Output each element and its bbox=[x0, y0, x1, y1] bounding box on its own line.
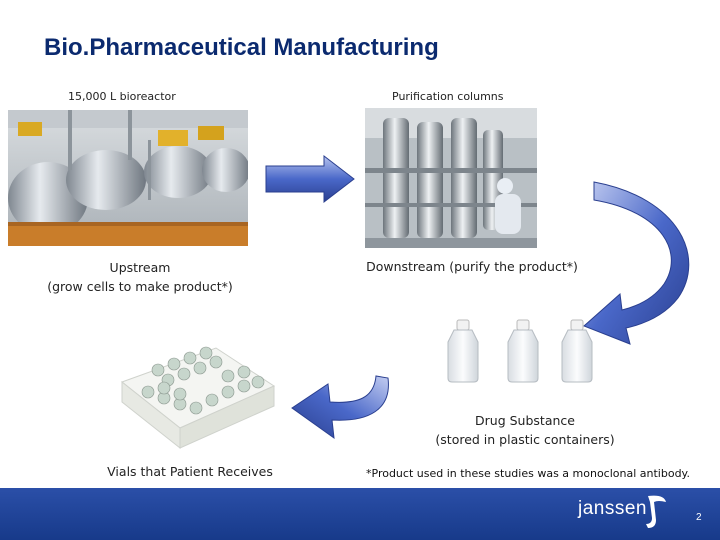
vials-label: Vials that Patient Receives bbox=[107, 464, 273, 479]
upstream-description: (grow cells to make product*) bbox=[47, 279, 233, 294]
footnote: *Product used in these studies was a mon… bbox=[366, 467, 690, 480]
vials-image bbox=[120, 346, 276, 450]
page-number: 2 bbox=[696, 512, 702, 523]
drug-substance-description: (stored in plastic containers) bbox=[435, 432, 615, 447]
purification-columns-image bbox=[365, 108, 537, 248]
curved-arrow-down-icon bbox=[583, 181, 690, 345]
upstream-label: Upstream (grow cells to make product*) bbox=[40, 258, 240, 296]
downstream-label: Downstream (purify the product*) bbox=[366, 259, 578, 274]
footer-bar bbox=[0, 488, 720, 540]
drug-substance-label: Drug Substance (stored in plastic contai… bbox=[410, 411, 640, 449]
janssen-logo-text: janssen bbox=[578, 498, 647, 519]
purification-caption: Purification columns bbox=[392, 90, 504, 103]
upstream-title: Upstream bbox=[109, 260, 171, 275]
slide-title: Bio.Pharmaceutical Manufacturing bbox=[44, 34, 439, 61]
curved-arrow-left-icon bbox=[291, 375, 389, 440]
bottles-image bbox=[447, 319, 593, 383]
janssen-logo-icon bbox=[646, 495, 666, 528]
bioreactor-caption: 15,000 L bioreactor bbox=[68, 90, 176, 103]
bioreactor-image bbox=[8, 110, 248, 246]
right-arrow-icon bbox=[265, 154, 355, 204]
drug-substance-title: Drug Substance bbox=[475, 413, 575, 428]
